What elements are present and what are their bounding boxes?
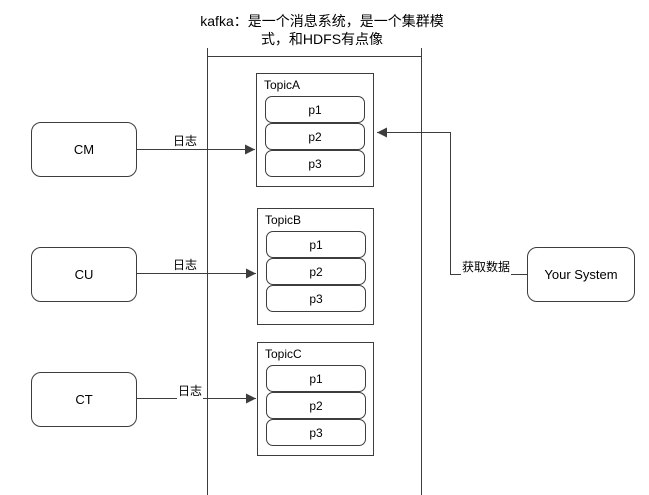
partition-box: p1 — [265, 96, 365, 123]
partition-label: p2 — [309, 398, 323, 413]
partition-box: p1 — [266, 231, 366, 258]
edge-label-cu-logs: 日志 — [172, 256, 199, 273]
partition-label: p3 — [309, 425, 323, 440]
topic-name-b: TopicB — [265, 213, 302, 227]
kafka-cluster-container — [207, 48, 422, 495]
producer-label-ct: CT — [75, 392, 93, 407]
consumer-label: Your System — [544, 267, 618, 282]
consumer-box-your-system: Your System — [527, 247, 635, 302]
topic-box-b: TopicB p1 p2 p3 — [257, 208, 374, 325]
diagram-title: kafka：是一个消息系统，是一个集群模 式，和HDFS有点像 — [120, 12, 524, 48]
producer-box-ct: CT — [31, 372, 137, 427]
partition-box: p2 — [265, 123, 365, 150]
producer-box-cu: CU — [31, 247, 137, 302]
partition-label: p1 — [309, 371, 323, 386]
partition-label: p1 — [309, 237, 323, 252]
arrow-yoursystem-to-topica — [377, 127, 527, 275]
producer-label-cu: CU — [74, 267, 94, 282]
partition-label: p2 — [309, 264, 323, 279]
partition-label: p1 — [308, 102, 322, 117]
topic-box-c: TopicC p1 p2 p3 — [257, 342, 374, 456]
diagram-title-line1: kafka：是一个消息系统，是一个集群模 — [200, 13, 444, 29]
partition-label: p3 — [309, 291, 323, 306]
partition-box: p3 — [265, 150, 365, 177]
producer-box-cm: CM — [31, 122, 137, 177]
topic-box-a: TopicA p1 p2 p3 — [256, 73, 374, 187]
producer-label-cm: CM — [73, 142, 95, 157]
edge-label-fetch-data: 获取数据 — [461, 258, 512, 275]
diagram-title-line2: 式，和HDFS有点像 — [260, 31, 384, 47]
partition-box: p3 — [266, 419, 366, 446]
edge-label-cm-logs: 日志 — [172, 132, 199, 149]
partition-box: p1 — [266, 365, 366, 392]
edge-label-ct-logs: 日志 — [177, 382, 204, 399]
partition-label: p3 — [308, 156, 322, 171]
topic-name-a: TopicA — [264, 78, 301, 92]
partition-box: p3 — [266, 285, 366, 312]
topic-name-c: TopicC — [265, 347, 302, 361]
partition-box: p2 — [266, 258, 366, 285]
partition-label: p2 — [308, 129, 322, 144]
partition-box: p2 — [266, 392, 366, 419]
